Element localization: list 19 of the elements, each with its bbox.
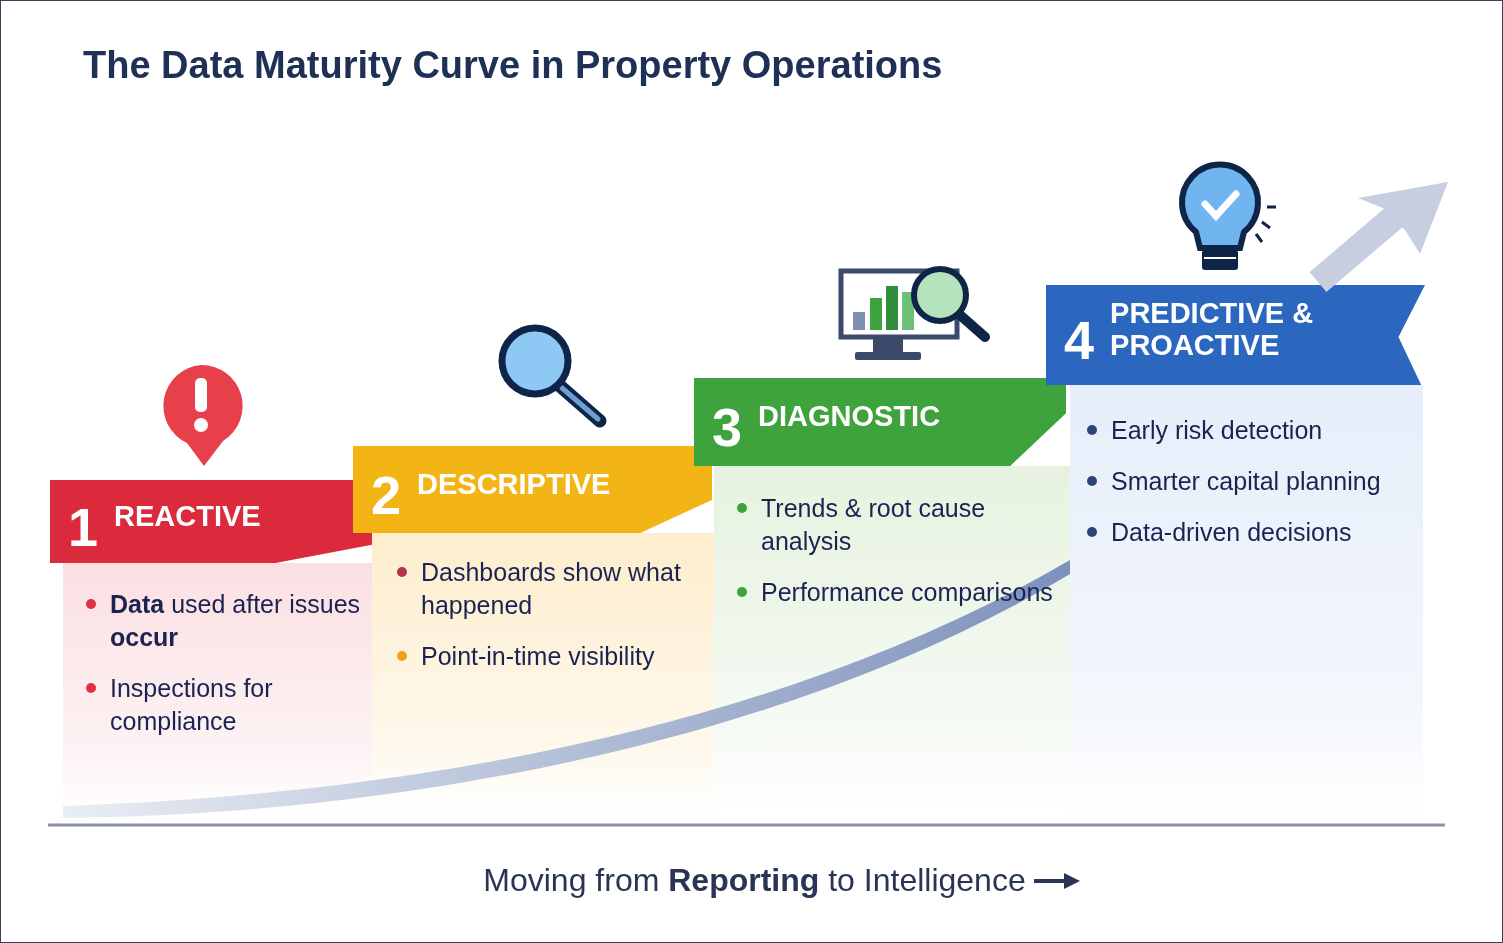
bullet-text: Early risk detection	[1111, 415, 1323, 446]
bullet-text: Performance comparisons	[761, 577, 1053, 608]
stage-number: 4	[1064, 313, 1095, 367]
bullet-text: Smarter capital planning	[1111, 466, 1381, 497]
footer-caption: Moving from Reporting to Intelligence	[482, 862, 1026, 899]
bullet-text: Point-in-time visibility	[421, 641, 655, 672]
stage-title: DIAGNOSTIC	[758, 401, 941, 433]
diagram-title: The Data Maturity Curve in Property Operations	[83, 44, 943, 87]
bullet-text: Data used after issues occur	[110, 589, 362, 653]
bullet-text: Trends & root cause analysis	[761, 493, 987, 557]
bullet-text: Data-driven decisions	[1111, 517, 1352, 548]
stage-number: 2	[371, 467, 402, 522]
stage-title: DESCRIPTIVE	[417, 468, 611, 501]
stage-title: PREDICTIVE & PROACTIVE	[1110, 298, 1315, 362]
stage-number: 3	[712, 400, 743, 454]
stage-number: 1	[68, 499, 99, 554]
bullet-text: Inspections for compliance	[110, 673, 274, 737]
bullet-text: Dashboards show what happened	[421, 557, 682, 621]
stage-title: REACTIVE	[114, 500, 261, 533]
